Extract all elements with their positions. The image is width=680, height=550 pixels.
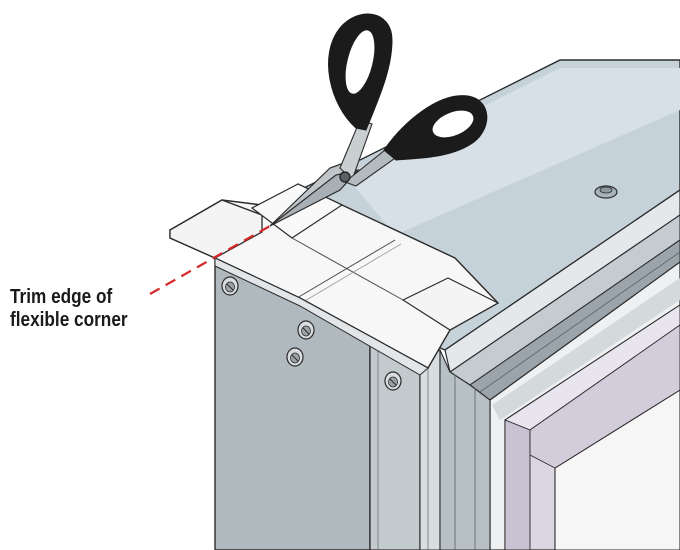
- scissors-pivot: [339, 171, 351, 183]
- scissors-icon: [269, 13, 488, 227]
- callout-label-line1: Trim edge of: [10, 286, 113, 308]
- frame-rail-outer: [444, 189, 680, 373]
- screen-bevel-left: [504, 419, 531, 550]
- callout-label-line2: flexible corner: [10, 309, 128, 331]
- corner-tab-left: [169, 199, 263, 259]
- top-panel-highlight: [345, 68, 680, 235]
- corner-tab-right: [401, 277, 500, 331]
- door-frame-shadow: [492, 278, 680, 420]
- screw-icon: [384, 371, 402, 391]
- screw-icon: [297, 320, 315, 340]
- screw-icon: [221, 276, 239, 296]
- scissors-blade-lower: [269, 168, 360, 227]
- corner-post-edge: [419, 349, 441, 550]
- screw-icon: [286, 347, 304, 367]
- trim-indicator-line: [149, 225, 271, 295]
